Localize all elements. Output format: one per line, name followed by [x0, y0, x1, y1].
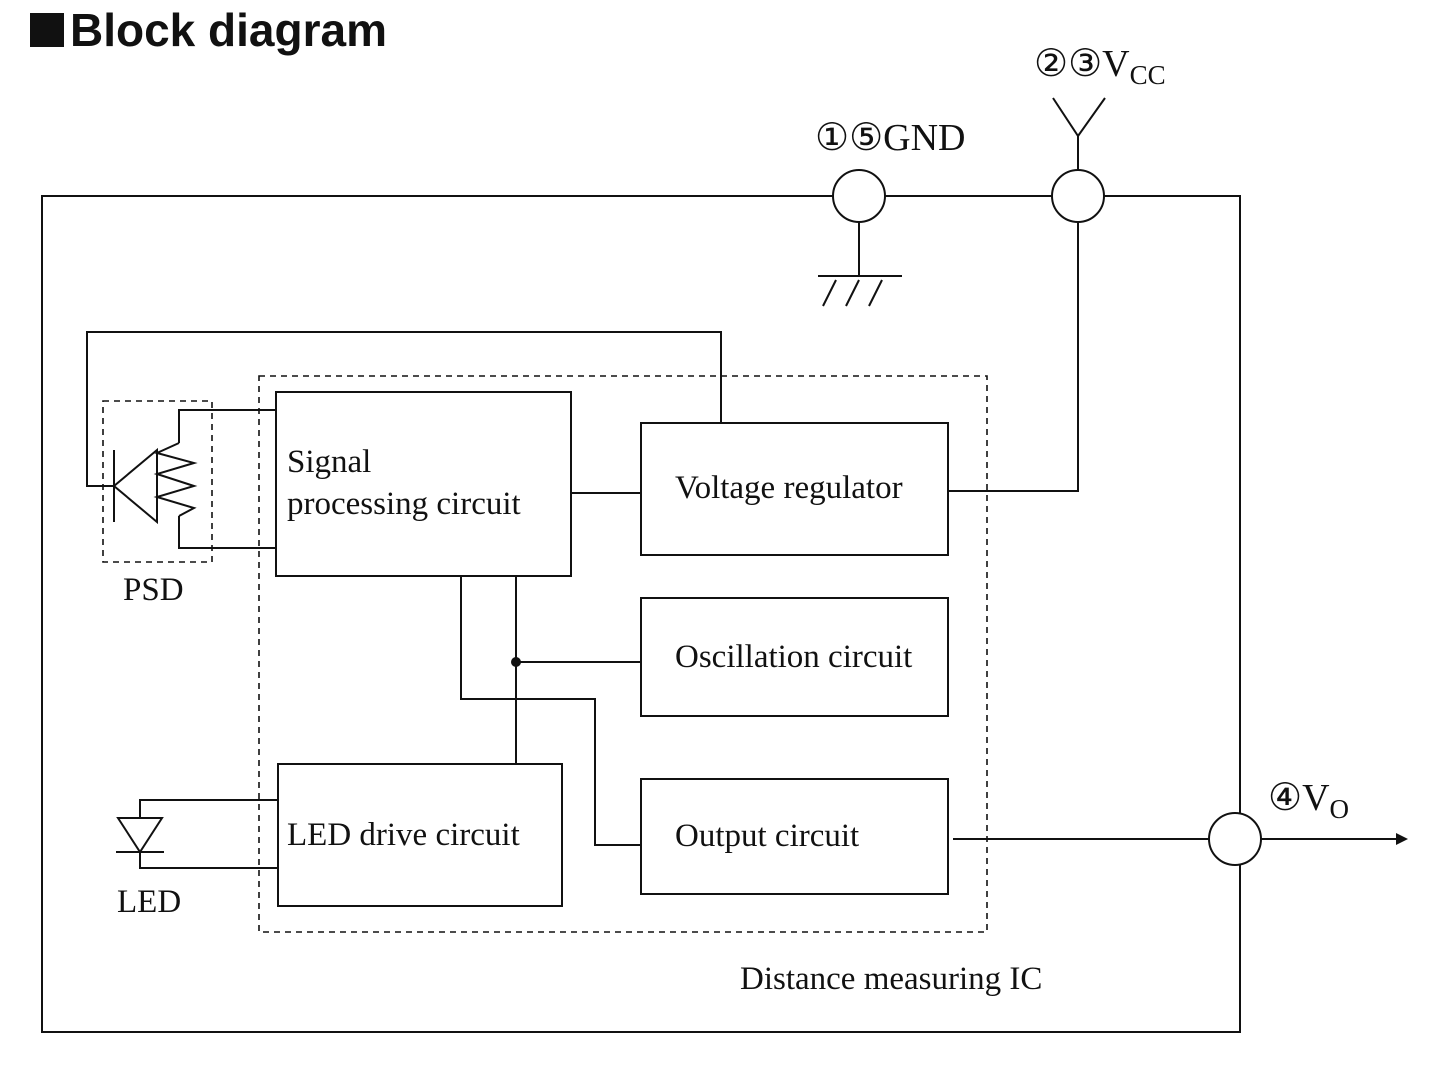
led-drive-circuit-block: LED drive circuit	[277, 763, 563, 907]
psd-label: PSD	[123, 572, 184, 608]
regulator-to-psd-wire	[86, 331, 722, 487]
oscillation-circuit-label: Oscillation circuit	[675, 639, 912, 675]
signal-processing-label-line1: Signal	[287, 444, 371, 480]
voltage-regulator-block: Voltage regulator	[640, 422, 949, 556]
output-circuit-label: Output circuit	[675, 818, 859, 854]
wire-junction-dot	[511, 657, 521, 667]
led-drive-circuit-label: LED drive circuit	[287, 817, 520, 853]
diagram-title-text: Block diagram	[70, 4, 387, 56]
psd-component: PSD	[102, 400, 213, 608]
signal-to-output-wire	[460, 576, 641, 846]
output-circuit-block: Output circuit	[640, 778, 949, 895]
psd-top-wire	[178, 409, 276, 443]
module-outline	[41, 195, 1241, 1033]
vcc-pin-label: ②③VCC	[1034, 43, 1166, 90]
signal-processing-label-line2: processing circuit	[287, 486, 521, 522]
vcc-pin: ②③VCC	[1034, 43, 1166, 223]
led-component: LED	[116, 817, 181, 920]
vo-pin-label: ④VO	[1268, 777, 1349, 824]
diagram-title: Block diagram	[30, 2, 387, 58]
ic-label: Distance measuring IC	[740, 961, 1042, 997]
led-diode-icon	[116, 817, 164, 854]
photodiode-icon	[112, 447, 158, 525]
vo-pin: ④VO	[1208, 777, 1349, 866]
led-top-wire	[139, 799, 278, 818]
vcc-terminal-circle	[1051, 169, 1105, 223]
gnd-pin-label: ①⑤GND	[815, 117, 965, 159]
resistor-icon	[153, 442, 198, 517]
vcc-wire	[948, 222, 1079, 492]
psd-bottom-wire	[178, 516, 276, 549]
oscillation-circuit-block: Oscillation circuit	[640, 597, 949, 717]
voltage-regulator-label: Voltage regulator	[675, 470, 903, 506]
vo-terminal-circle	[1208, 812, 1262, 866]
gnd-terminal-circle	[832, 169, 886, 223]
square-bullet-icon	[30, 13, 64, 47]
gnd-pin: ①⑤GND	[815, 117, 965, 307]
signal-processing-circuit-block: Signal processing circuit	[275, 391, 572, 577]
ic-boundary	[258, 375, 988, 933]
led-bottom-wire	[139, 852, 278, 869]
ground-symbol-icon	[818, 275, 902, 307]
led-label: LED	[117, 884, 181, 920]
vcc-antenna-icon	[1052, 97, 1106, 170]
psd-dashed-outline	[102, 400, 213, 563]
